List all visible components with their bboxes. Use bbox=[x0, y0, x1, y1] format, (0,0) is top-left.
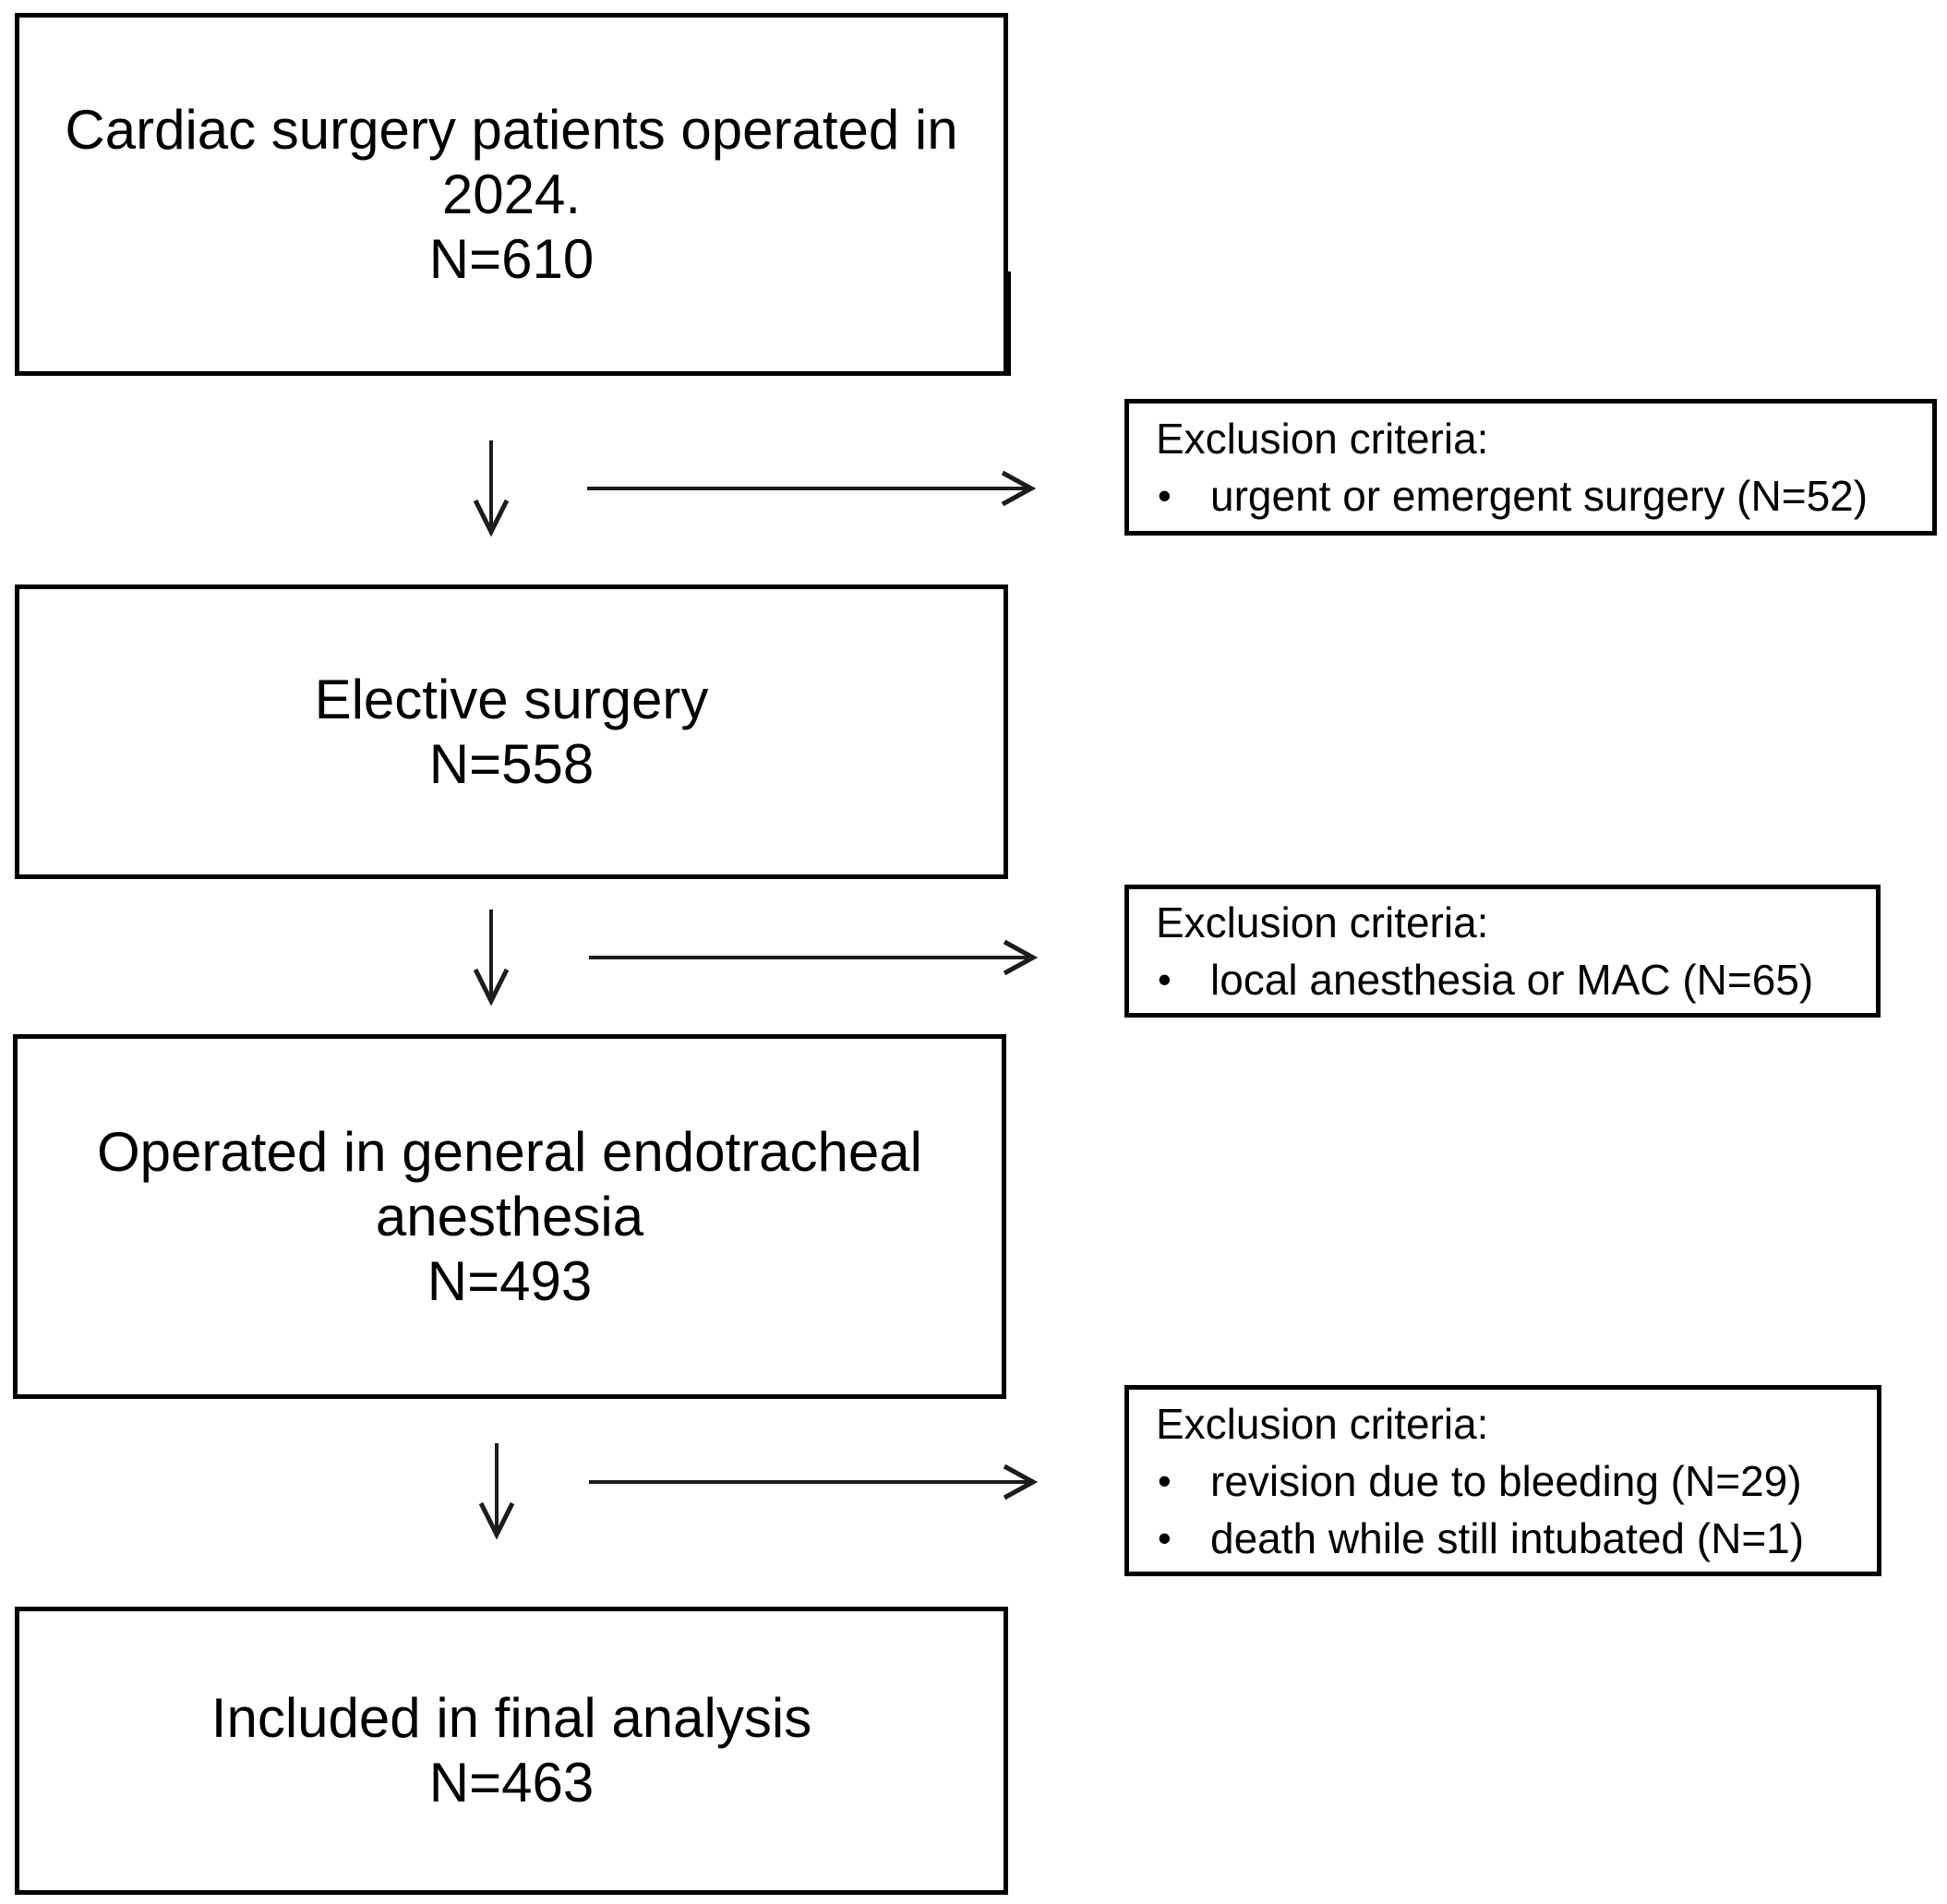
bullet-icon: • bbox=[1158, 474, 1172, 517]
flow-box-line: Cardiac surgery patients operated in bbox=[65, 98, 958, 161]
exclusion-item: • revision due to bleeding (N=29) bbox=[1156, 1452, 1869, 1510]
exclusion-item-text: local anesthesia or MAC (N=65) bbox=[1210, 956, 1814, 1004]
down-arrow-icon bbox=[473, 910, 510, 1006]
exclusion-item: • local anesthesia or MAC (N=65) bbox=[1156, 951, 1869, 1008]
flow-box-count: N=558 bbox=[428, 732, 595, 795]
bullet-icon: • bbox=[1158, 1515, 1172, 1560]
flow-box-elective-surgery: Elective surgery N=558 bbox=[15, 584, 1008, 879]
exclusion-title: Exclusion criteria: bbox=[1156, 1399, 1489, 1448]
exclusion-title: Exclusion criteria: bbox=[1156, 898, 1489, 946]
exclusion-item: • urgent or emergent surgery (N=52) bbox=[1156, 467, 1925, 524]
bullet-icon: • bbox=[1158, 958, 1172, 1001]
exclusion-item-text: urgent or emergent surgery (N=52) bbox=[1210, 472, 1869, 520]
flow-box-line: 2024. bbox=[441, 163, 582, 225]
right-arrow-icon bbox=[589, 1464, 1038, 1500]
flow-box-count: N=610 bbox=[428, 227, 595, 290]
exclusion-box-3: Exclusion criteria: • revision due to bl… bbox=[1124, 1385, 1881, 1576]
exclusion-box-2: Exclusion criteria: • local anesthesia o… bbox=[1124, 885, 1881, 1018]
bullet-icon: • bbox=[1158, 1458, 1172, 1502]
exclusion-item: • death while still intubated (N=1) bbox=[1156, 1510, 1869, 1567]
right-arrow-icon bbox=[587, 470, 1036, 507]
right-arrow-icon bbox=[589, 939, 1038, 976]
flow-box-line: Elective surgery bbox=[314, 668, 709, 730]
down-arrow-icon bbox=[478, 1443, 515, 1539]
flow-box-line: Included in final analysis bbox=[210, 1687, 812, 1749]
flow-box-final-analysis: Included in final analysis N=463 bbox=[15, 1607, 1008, 1895]
flow-box-line: Operated in general endotracheal bbox=[97, 1120, 922, 1183]
flow-box-total-patients: Cardiac surgery patients operated in 202… bbox=[15, 13, 1008, 376]
box-border-artifact bbox=[1006, 271, 1011, 376]
exclusion-item-text: revision due to bleeding (N=29) bbox=[1210, 1456, 1802, 1505]
down-arrow-icon bbox=[473, 440, 510, 536]
exclusion-box-1: Exclusion criteria: • urgent or emergent… bbox=[1124, 399, 1937, 536]
flow-box-count: N=493 bbox=[427, 1249, 593, 1312]
exclusion-item-text: death while still intubated (N=1) bbox=[1210, 1513, 1805, 1562]
flow-box-general-anesthesia: Operated in general endotracheal anesthe… bbox=[13, 1034, 1006, 1399]
flow-box-line: anesthesia bbox=[375, 1185, 644, 1247]
flow-box-count: N=463 bbox=[428, 1752, 595, 1814]
exclusion-title: Exclusion criteria: bbox=[1156, 415, 1489, 463]
